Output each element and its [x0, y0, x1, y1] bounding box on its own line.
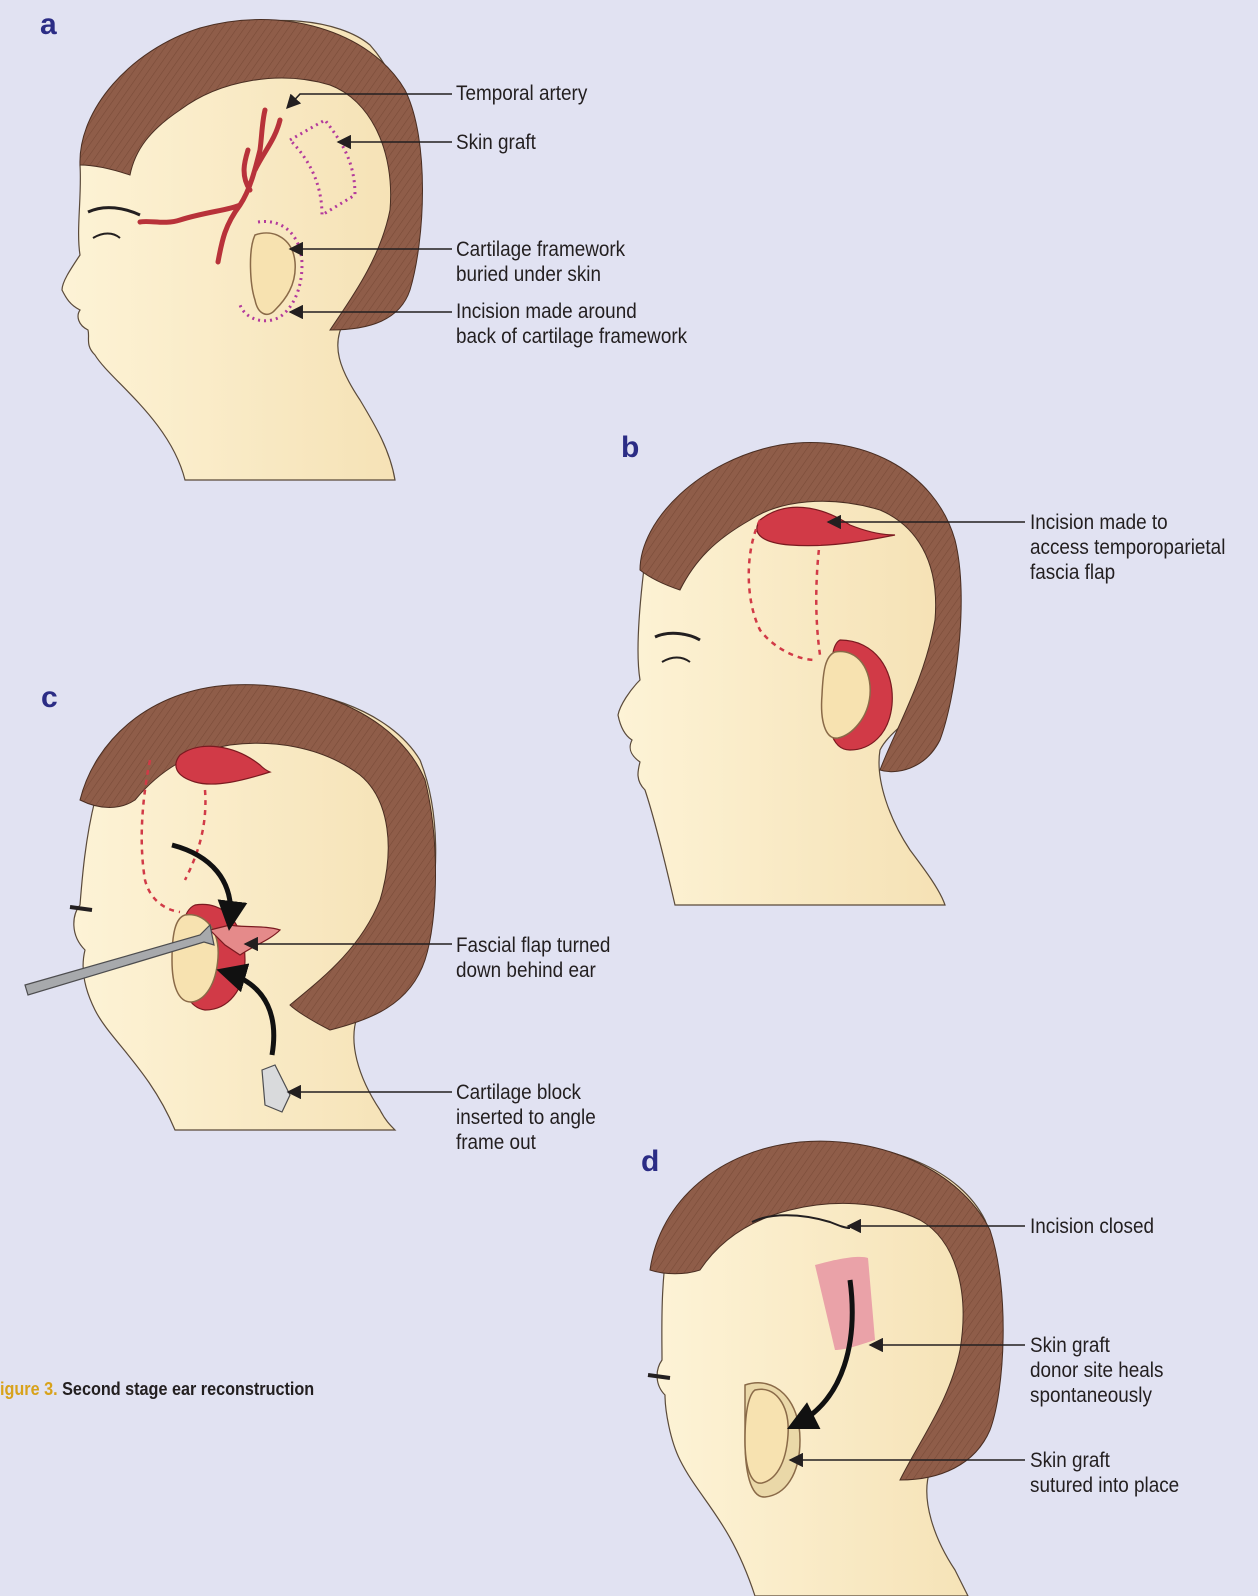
panel-c-letter: c: [41, 683, 58, 713]
figure-caption-text: Second stage ear reconstruction: [58, 1379, 315, 1399]
panel-d-head: [648, 1141, 1003, 1596]
panel-b-letter: b: [621, 433, 639, 463]
label-graft-sutured: Skin graft sutured into place: [1030, 1448, 1179, 1498]
figure-caption: igure 3. Second stage ear reconstruction: [0, 1379, 314, 1400]
figure-caption-label: igure 3.: [0, 1379, 58, 1399]
panel-a-letter: a: [40, 10, 57, 40]
label-incision-closed: Incision closed: [1030, 1214, 1154, 1239]
panel-d-letter: d: [641, 1147, 659, 1177]
label-fascial-flap: Fascial flap turned down behind ear: [456, 933, 610, 983]
panel-b-head: [618, 442, 961, 905]
label-temporal-artery: Temporal artery: [456, 81, 587, 106]
label-cartilage-framework: Cartilage framework buried under skin: [456, 237, 625, 287]
label-incision-access: Incision made to access temporoparietal …: [1030, 510, 1225, 585]
panel-c-head: [25, 685, 436, 1130]
label-cartilage-block: Cartilage block inserted to angle frame …: [456, 1080, 596, 1155]
label-donor-site: Skin graft donor site heals spontaneousl…: [1030, 1333, 1163, 1408]
label-incision-around: Incision made around back of cartilage f…: [456, 299, 687, 349]
label-skin-graft: Skin graft: [456, 130, 536, 155]
